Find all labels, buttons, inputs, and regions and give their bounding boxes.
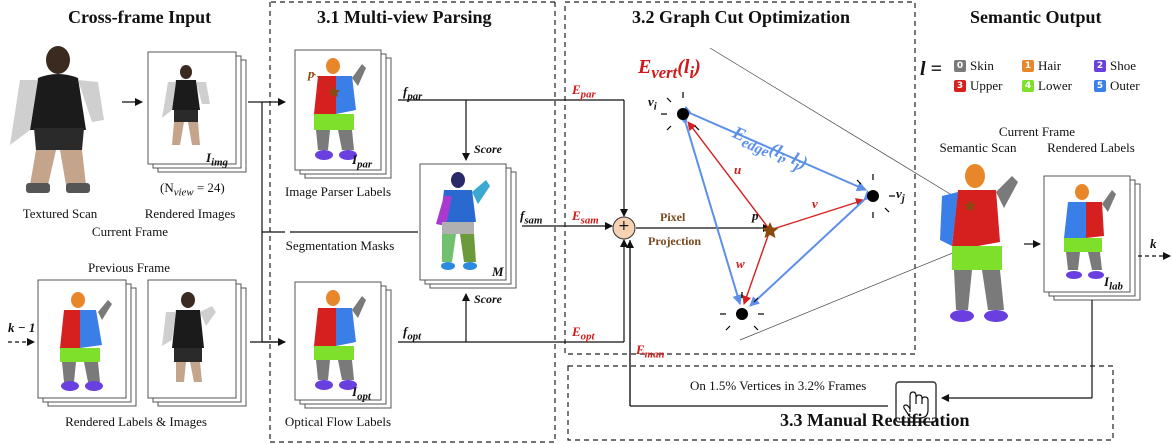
score-bottom-label: Score [474,292,502,306]
p-label-graph: p [752,208,759,223]
vertex-vi [661,92,700,131]
segmentation-mask-stack [419,163,517,289]
caption-rendered-images: Rendered Images [144,206,236,221]
caption-current-frame: Current Frame [91,224,169,239]
i-par-label: Ipar [352,152,373,171]
legend-label: Skin [970,58,994,73]
w-label: w [736,256,745,271]
vertex-bottom [720,292,764,331]
legend-item-outer: 5 Outer [1094,78,1140,94]
caption-previous-frame: Previous Frame [88,260,170,275]
caption-semantic-scan: Semantic Scan [939,140,1017,155]
sum-node [612,216,636,240]
title-parsing: 3.1 Multi-view Parsing [317,7,492,27]
title-graphcut: 3.2 Graph Cut Optimization [632,7,851,27]
e-vert-label: Evert(li) [638,56,701,82]
legend-swatch: 1 [1022,60,1034,72]
input-connectors [248,98,286,346]
n-view-label: (Nview = 24) [160,180,225,199]
legend-label: Upper [970,78,1003,93]
hand-cursor-icon [895,381,937,423]
l-equals-label: l = [920,58,942,80]
title-output: Semantic Output [970,7,1102,27]
legend-swatch: 4 [1022,80,1034,92]
title-input: Cross-frame Input [68,7,212,27]
k-label: k [1150,236,1157,251]
score-top-label: Score [474,142,502,156]
textured-scan-figure [10,46,104,193]
i-lab-label: Ilab [1104,274,1123,293]
caption-rendered-labels: Rendered Labels [1047,140,1135,155]
p-label-parsing: p [308,66,315,81]
projection-label: Projection [648,234,702,248]
legend-swatch: 3 [954,80,966,92]
v-label: v [812,196,818,211]
rendered-labels-stack [1043,175,1141,301]
v-j-label: vj [896,186,905,205]
caption-optical-flow-labels: Optical Flow Labels [284,414,392,429]
graph-edges-blue [678,105,874,307]
previous-labels-stack [37,279,137,407]
rendered-images-stack [147,51,247,173]
legend-swatch: 5 [1094,80,1106,92]
legend-swatch: 0 [954,60,966,72]
pixel-label: Pixel [660,210,686,224]
legend-item-shoe: 2 Shoe [1094,58,1136,74]
image-parser-stack [294,49,392,179]
previous-images-stack [147,279,247,407]
f-opt-label: fopt [403,324,422,343]
e-par-label: Epar [572,82,596,101]
section-borders [269,1,1114,443]
legend-label: Outer [1110,78,1140,93]
manual-note: On 1.5% Vertices in 3.2% Frames [690,378,867,393]
pixel-star [761,222,779,238]
legend-label: Lower [1038,78,1072,93]
m-label: M [492,264,504,279]
e-opt-label: Eopt [572,324,595,343]
caption-segmentation-masks: Segmentation Masks [285,238,395,253]
v-i-label: vi [648,94,657,113]
parsing-connectors [290,99,888,407]
legend-swatch: 2 [1094,60,1106,72]
legend-label: Shoe [1110,58,1136,73]
legend-item-hair: 1 Hair [1022,58,1061,74]
i-opt-label: Iopt [352,384,371,403]
f-par-label: fpar [403,84,423,103]
u-label: u [734,162,742,177]
legend-label: Hair [1038,58,1062,73]
e-man-label: Eman [636,342,665,361]
i-img-label: Iimg [206,150,228,169]
legend-item-skin: 0 Skin [954,58,994,74]
caption-textured-scan: Textured Scan [22,206,98,221]
caption-rendered-labels-images: Rendered Labels & Images [65,414,207,429]
caption-current-frame-output: Current Frame [998,124,1076,139]
e-sam-label: Esam [572,208,599,227]
f-sam-label: fsam [520,208,543,227]
vertex-vj [856,174,895,218]
optical-flow-stack [294,281,392,409]
plus-sign: + [618,218,630,234]
legend-item-lower: 4 Lower [1022,78,1072,94]
graphcut-box [564,1,916,355]
manual-box [567,365,1114,441]
k-minus-1-label: k − 1 [8,320,36,335]
semantic-scan-figure [940,164,1018,322]
title-manual: 3.3 Manual Rectification [780,410,970,430]
caption-image-parser-labels: Image Parser Labels [284,184,392,199]
projection-line-bottom [739,249,961,341]
projection-line-top [709,47,961,201]
legend-item-upper: 3 Upper [954,78,1003,94]
